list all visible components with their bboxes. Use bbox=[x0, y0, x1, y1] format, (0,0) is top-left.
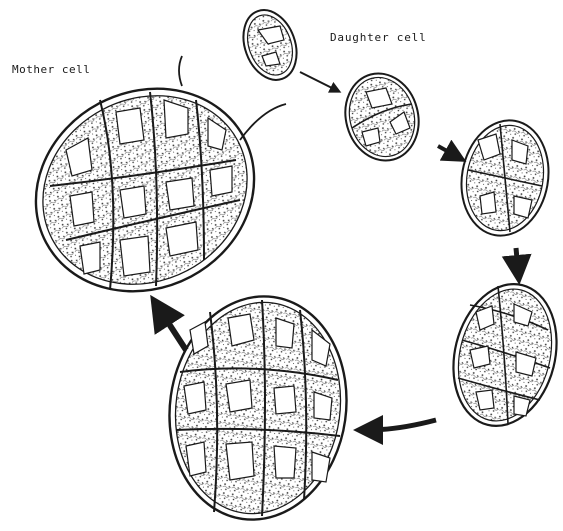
stage-4-cell bbox=[439, 273, 563, 437]
stage-3-cell bbox=[453, 113, 558, 242]
arrow-5-icon bbox=[160, 310, 186, 350]
arrow-1-icon bbox=[300, 72, 336, 90]
arrow-3-icon bbox=[516, 248, 518, 270]
arrow-2-icon bbox=[438, 146, 456, 156]
daughter-cell bbox=[234, 3, 306, 88]
stage-2-cell bbox=[336, 65, 428, 169]
mother-cell bbox=[0, 51, 290, 329]
arrow-4-icon bbox=[368, 420, 436, 430]
stage-5-cell bbox=[155, 285, 360, 531]
